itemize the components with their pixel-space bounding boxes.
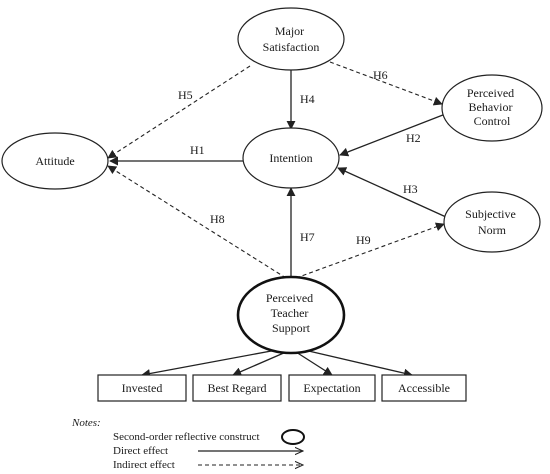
indicator-expectation-label: Expectation (303, 381, 360, 395)
path-h9 (295, 222, 445, 279)
node-intention: Intention (242, 127, 340, 189)
legend-ellipse-icon (281, 429, 305, 445)
subjective-norm-line1: Subjective (465, 207, 516, 221)
pts-line3: Support (272, 321, 311, 335)
path-h8 (107, 165, 287, 279)
notes-legend: Notes: Second-order reflective construct… (71, 417, 305, 471)
path-h6 (329, 61, 443, 106)
path-h2 (339, 112, 449, 157)
path-h5 (107, 65, 251, 159)
path-h3 (337, 167, 447, 218)
subjective-norm-line2: Norm (478, 223, 507, 237)
indicator-arrow-expectation (295, 351, 333, 376)
attitude-label: Attitude (35, 154, 74, 168)
hypothesis-h6-label: H6 (373, 68, 388, 82)
node-perceived-behavior-control: Perceived Behavior Control (441, 74, 543, 142)
svg-text:Major Satisfaction: Major Satisfaction (263, 24, 320, 54)
svg-text:Perceived Teacher: Perceived Teacher Support (266, 291, 316, 335)
major-satisfaction-line1: Major (275, 24, 304, 38)
indicator-accessible-label: Accessible (398, 381, 450, 395)
indicator-invested: Invested (97, 374, 187, 402)
hypothesis-h5-label: H5 (178, 88, 193, 102)
node-major-satisfaction: Major Satisfaction (237, 7, 345, 71)
indicator-arrow-accessible (299, 348, 413, 378)
major-satisfaction-line2: Satisfaction (263, 40, 320, 54)
pts-line1: Perceived (266, 291, 313, 305)
hypothesis-h3-label: H3 (403, 182, 418, 196)
indicator-accessible: Accessible (381, 374, 467, 402)
hypothesis-h1-label: H1 (190, 143, 205, 157)
hypothesis-h9-label: H9 (356, 233, 371, 247)
indicator-arrow-invested (141, 348, 283, 378)
indicator-expectation: Expectation (288, 374, 376, 402)
hypothesis-h8-label: H8 (210, 212, 225, 226)
pbc-line2: Behavior (469, 100, 513, 114)
notes-second-order-label: Second-order reflective construct (113, 431, 260, 443)
pbc-line3: Control (474, 114, 511, 128)
pbc-line1: Perceived (467, 86, 514, 100)
hypothesis-h7-label: H7 (300, 230, 315, 244)
node-subjective-norm: Subjective Norm (443, 191, 541, 253)
svg-text:Perceived Behavior: Perceived Behavior Control (467, 86, 517, 128)
node-perceived-teacher-support: Perceived Teacher Support (236, 275, 346, 355)
pts-line2: Teacher (271, 306, 309, 320)
intention-label: Intention (269, 151, 312, 165)
indicator-arrow-best-regard (232, 351, 287, 376)
svg-text:Subjective Norm: Subjective Norm (465, 207, 519, 237)
notes-title: Notes: (71, 417, 101, 429)
indicator-best-regard-label: Best Regard (208, 381, 267, 395)
indicator-best-regard: Best Regard (192, 374, 282, 402)
indicator-invested-label: Invested (122, 381, 163, 395)
hypothesis-h2-label: H2 (406, 131, 421, 145)
notes-indirect-label: Indirect effect (113, 459, 175, 471)
hypothesis-h4-label: H4 (300, 92, 315, 106)
notes-direct-label: Direct effect (113, 445, 168, 457)
node-attitude: Attitude (1, 132, 109, 190)
